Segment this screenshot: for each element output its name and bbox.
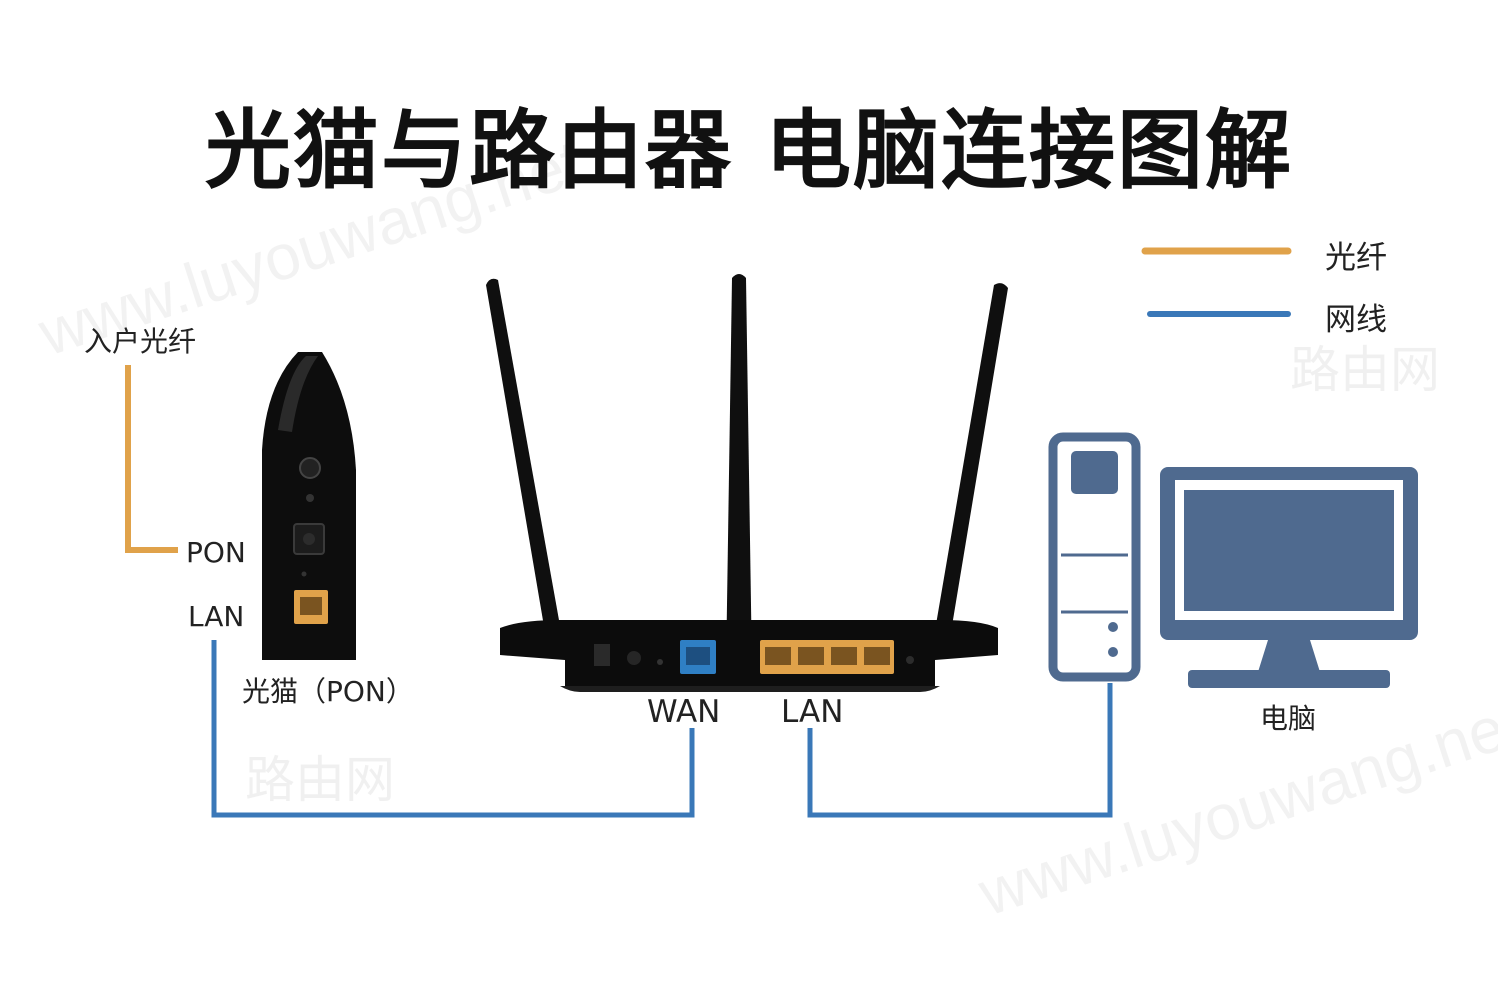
router-antenna-left — [486, 278, 564, 650]
optical-modem — [262, 352, 356, 660]
computer-caption: 电脑 — [1260, 702, 1317, 735]
modem-lan-label: LAN — [188, 600, 245, 633]
cable-modem-to-router — [211, 640, 695, 818]
computer-tower — [1048, 432, 1141, 682]
watermark-brand-left: 路由网 — [245, 751, 395, 809]
cable-router-to-computer — [807, 683, 1113, 818]
computer-monitor — [1160, 467, 1418, 688]
modem-power-button — [299, 457, 321, 479]
watermark-brand-right: 路由网 — [1290, 341, 1440, 399]
fiber-line — [125, 365, 178, 553]
router-wan-label: WAN — [647, 694, 721, 730]
modem-pon-label: PON — [186, 536, 246, 569]
legend-cable-label: 网线 — [1325, 302, 1387, 338]
page-title: 光猫与路由器 电脑连接图解 — [205, 101, 1293, 201]
router-antenna-middle — [726, 274, 752, 670]
modem-caption: 光猫（PON） — [242, 675, 414, 708]
wireless-router — [486, 274, 1008, 692]
router-lan-ports — [760, 640, 894, 674]
router-lan-label: LAN — [781, 694, 844, 730]
incoming-fiber-label: 入户光纤 — [84, 325, 197, 358]
router-antenna-right — [932, 283, 1008, 650]
legend-fiber-label: 光纤 — [1325, 240, 1387, 276]
